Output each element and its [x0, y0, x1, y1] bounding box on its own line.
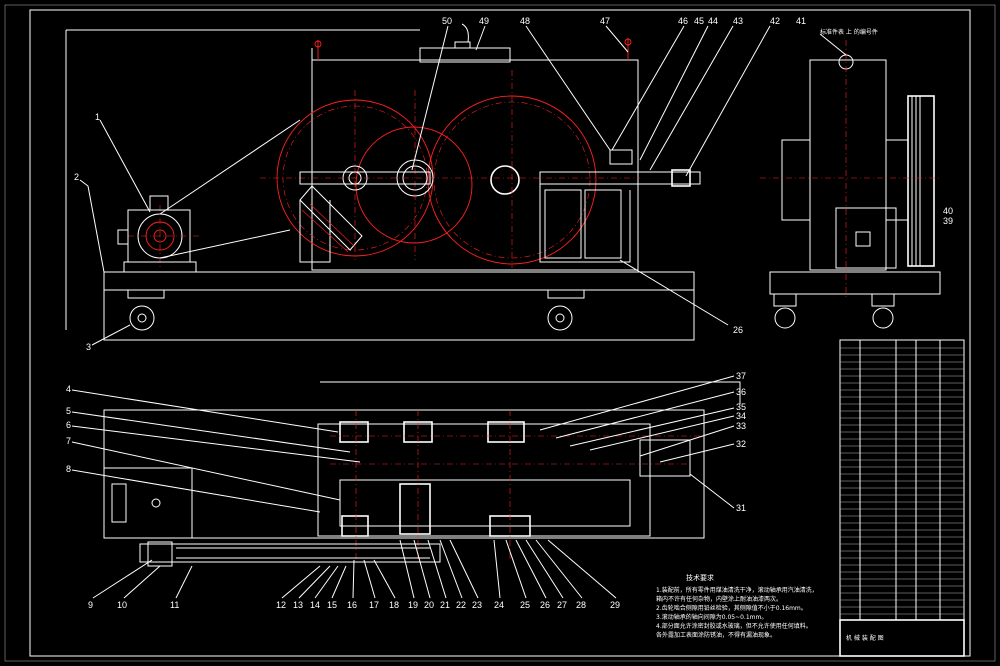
callout: 39 — [943, 216, 953, 226]
callout: 24 — [494, 600, 504, 610]
callout: 2 — [74, 172, 79, 182]
side-view — [760, 33, 941, 329]
callout: 15 — [327, 600, 337, 610]
callout: 17 — [369, 600, 379, 610]
callout: 45 — [694, 16, 704, 26]
callout: 29 — [610, 600, 620, 610]
callout: 3 — [86, 342, 91, 352]
callout: 46 — [678, 16, 688, 26]
parts-list-table — [839, 339, 965, 657]
callout: 10 — [117, 600, 127, 610]
tech-req-line: 1.装配前，所有零件用煤油清洗干净，滚动轴承用汽油清洗， — [656, 586, 818, 594]
large-gear-mid — [355, 126, 473, 244]
callout: 48 — [520, 16, 530, 26]
callout: 12 — [276, 600, 286, 610]
callouts-plan-bottom: 9 10 11 12 13 14 15 16 17 18 19 20 21 22… — [88, 600, 620, 610]
callout: 20 — [424, 600, 434, 610]
tech-req-line: 各外露加工表面涂防锈油，不得有漏油现象。 — [656, 631, 776, 639]
callouts-plan-right: 37 36 35 34 33 32 31 — [736, 371, 746, 513]
side-note: 标准件表 上 的编号件 — [820, 28, 878, 36]
callout: 13 — [293, 600, 303, 610]
callout: 23 — [472, 600, 482, 610]
callouts-front: 50 49 48 47 46 45 44 43 42 41 1 2 3 26 — [74, 16, 806, 352]
callout: 7 — [66, 436, 71, 446]
callout: 28 — [576, 600, 586, 610]
technical-requirements: 技术要求 1.装配前，所有零件用煤油清洗干净，滚动轴承用汽油清洗， 箱内不许有任… — [656, 573, 818, 639]
callout: 32 — [736, 439, 746, 449]
callout: 4 — [66, 384, 71, 394]
title-block-label: 机 械 装 配 图 — [846, 634, 884, 642]
callout: 40 — [943, 206, 953, 216]
callout: 43 — [733, 16, 743, 26]
callout: 35 — [736, 402, 746, 412]
callout: 49 — [479, 16, 489, 26]
callout: 6 — [66, 420, 71, 430]
tech-req-line: 3.滚动轴承的轴向间隙为0.05~0.1mm。 — [656, 613, 767, 621]
callout: 31 — [736, 503, 746, 513]
callout: 42 — [770, 16, 780, 26]
callout: 16 — [347, 600, 357, 610]
callout: 26 — [733, 325, 743, 335]
plan-view — [71, 375, 741, 599]
callout: 33 — [736, 421, 746, 431]
outer-frame — [4, 4, 996, 662]
callout: 14 — [310, 600, 320, 610]
callout: 25 — [520, 600, 530, 610]
motor — [117, 195, 200, 273]
inner-frame — [29, 9, 971, 657]
callout: 1 — [95, 112, 100, 122]
tech-req-line: 2.齿轮啮合侧隙用铅丝检验，其侧隙值不小于0.16mm。 — [656, 604, 807, 612]
callout: 36 — [736, 387, 746, 397]
callout: 9 — [88, 600, 93, 610]
callout: 18 — [389, 600, 399, 610]
callouts-side: 40 39 — [943, 206, 953, 226]
callout: 37 — [736, 371, 746, 381]
tech-req-line: 箱内不许有任何杂物，内壁涂上耐油油漆两次。 — [656, 595, 782, 603]
callout: 41 — [796, 16, 806, 26]
callout: 19 — [408, 600, 418, 610]
callout: 26 — [540, 600, 550, 610]
callout: 50 — [442, 16, 452, 26]
callout: 27 — [557, 600, 567, 610]
callout: 47 — [600, 16, 610, 26]
callout: 8 — [66, 464, 71, 474]
front-view — [65, 23, 771, 346]
callout: 34 — [736, 411, 746, 421]
callouts-plan-left: 4 5 6 7 8 — [66, 384, 71, 474]
callout: 5 — [66, 406, 71, 416]
callout: 11 — [170, 600, 179, 610]
callout: 44 — [708, 16, 718, 26]
callout: 21 — [440, 600, 450, 610]
callout: 22 — [456, 600, 466, 610]
tech-req-title: 技术要求 — [686, 573, 714, 582]
tech-req-line: 4.部分面允许涂密封胶或水玻璃，但不允许使用任何填料。 — [656, 622, 812, 630]
